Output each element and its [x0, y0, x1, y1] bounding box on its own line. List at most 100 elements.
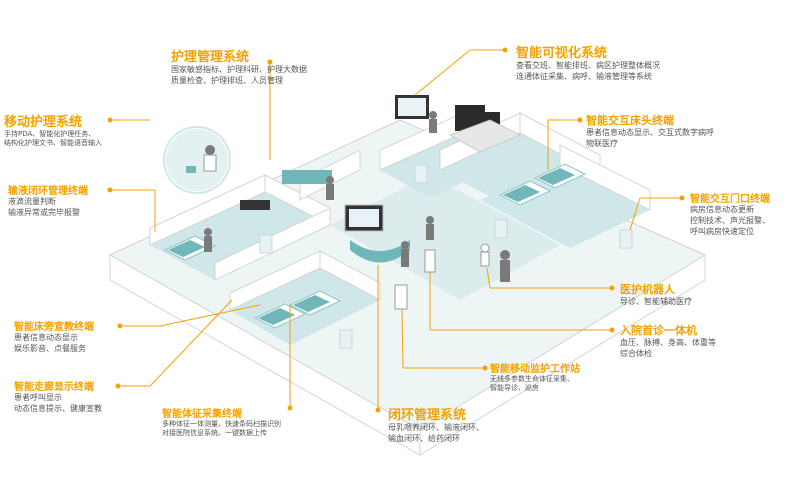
desc-corridor: 患者呼叫显示 动态信息提示、健康宣教 — [14, 393, 102, 415]
label-mobile-station: 智能移动监护工作站 无线多参数生命体征采集、 智能导诊、巡房 — [490, 360, 580, 394]
desc-line: 液滴流量判断 — [8, 197, 56, 206]
blanket-2 — [258, 308, 295, 325]
person-head-5 — [326, 176, 334, 184]
dot-corridor — [115, 383, 121, 389]
leader-bed-edu-2 — [159, 304, 261, 327]
label-bedside-terminal: 智能交互床头终端 患者信息动态显示、交互式数字病呼 物联医疗 — [586, 112, 714, 150]
blanket-3 — [293, 295, 330, 312]
dot-infusion — [107, 187, 113, 193]
desc-infusion: 液滴流量判断 输液异常或完毕报警 — [8, 197, 88, 219]
label-closed-loop: 闭环管理系统 母乳喂养闭环、输液闭环、 输血闭环、给药闭环 — [388, 404, 484, 445]
zoom-circle-fill — [166, 129, 228, 191]
dot-door — [679, 195, 685, 201]
zoom-person-body — [203, 154, 217, 172]
desc-vital-signs: 多种体征一体测量、快速条码扫描识别 对接医院信息系统、一键数据上传 — [162, 420, 281, 439]
robot-head — [480, 243, 490, 253]
door-3 — [414, 164, 428, 184]
desc-line: 手持PDA、智能化护理任务、 — [4, 130, 96, 138]
dot-bed-edu — [117, 323, 123, 329]
desc-line: 呼叫病房快速定位 — [690, 226, 754, 236]
desc-bed-education: 患者信息动态显示 娱乐影音、点餐服务 — [14, 333, 94, 355]
desc-line: 患者信息动态显示 — [14, 333, 78, 342]
desc-line: 病房信息动态更新 — [690, 205, 754, 214]
leader-door-2 — [629, 197, 641, 231]
label-vital-signs: 智能体征采集终端 多种体征一体测量、快速条码扫描识别 对接医院信息系统、一键数据… — [162, 405, 281, 439]
desc-mobile-station: 无线多参数生命体征采集、 智能导诊、巡房 — [490, 375, 580, 394]
big-screen-1-display — [349, 209, 379, 227]
label-bed-education: 智能床旁宣教终端 患者信息动态显示 娱乐影音、点餐服务 — [14, 318, 94, 355]
desc-line: 动态信息提示、健康宣教 — [14, 403, 102, 413]
label-robot: 医护机器人 导诊、智能辅助医疗 — [620, 281, 692, 308]
blanket-4 — [503, 185, 540, 202]
desc-mobile-nursing: 手持PDA、智能化护理任务、 结构化护理文书、智能语音输入 — [4, 130, 102, 149]
desc-line: 血压、脉搏、身高、体重等 — [620, 338, 716, 347]
dot-visual — [502, 47, 508, 53]
leader-corridor-2 — [149, 299, 233, 387]
title-corridor: 智能走廊显示终端 — [14, 382, 94, 393]
title-smart-visual: 智能可视化系统 — [516, 46, 608, 61]
title-bed-education: 智能床旁宣教终端 — [14, 322, 94, 333]
person-body-2 — [426, 224, 434, 240]
label-smart-visual: 智能可视化系统 查看交班、智能排班、病区护理整体概况 连通体征采集、病呼、输液管… — [516, 42, 660, 83]
label-mobile-nursing: 移动护理系统 手持PDA、智能化护理任务、 结构化护理文书、智能语音输入 — [4, 111, 102, 149]
room-floor-left — [150, 192, 330, 280]
zoom-pda — [186, 166, 196, 173]
wall-e — [319, 250, 381, 301]
door-1 — [259, 234, 273, 254]
dot-bedside — [577, 117, 583, 123]
desc-smart-visual: 查看交班、智能排班、病区护理整体概况 连通体征采集、病呼、输液管理等系统 — [516, 61, 660, 83]
desc-line: 对接医院信息系统、一键数据上传 — [162, 429, 267, 438]
desc-line: 连通体征采集、病呼、输液管理等系统 — [516, 71, 652, 81]
desc-admission: 血压、脉搏、身高、体重等 综合体检 — [620, 338, 716, 360]
robot-body — [480, 251, 490, 267]
person-head-4 — [401, 241, 409, 249]
title-mobile-station: 智能移动监护工作站 — [490, 364, 580, 375]
front-wall-right — [419, 254, 706, 456]
desc-line: 质量检查、护理排班、人员管理 — [171, 75, 283, 85]
label-door-terminal: 智能交互门口终端 病房信息动态更新 控制技术、声光报警、 呼叫病房快速定位 — [690, 190, 770, 237]
dot-closed-loop — [375, 407, 381, 413]
desc-line: 患者信息动态显示、交互式数字病呼 — [586, 128, 714, 137]
title-bedside-terminal: 智能交互床头终端 — [586, 114, 674, 127]
desc-line: 多种体征一体测量、快速条码扫描识别 — [162, 420, 281, 428]
person-body-4 — [401, 249, 409, 267]
person-head-3 — [500, 250, 510, 260]
dot-robot — [609, 285, 615, 291]
person-body-6 — [429, 119, 437, 133]
blanket-5 — [538, 168, 575, 185]
person-body-5 — [326, 184, 334, 200]
leader-visual-2 — [414, 49, 471, 96]
person-head-1 — [204, 228, 212, 236]
dot-nursing-mgmt — [267, 59, 273, 65]
title-door-terminal: 智能交互门口终端 — [690, 194, 770, 205]
desc-line: 导诊、智能辅助医疗 — [620, 297, 692, 306]
title-vital-signs: 智能体征采集终端 — [162, 409, 242, 420]
desc-line: 控制技术、声光报警、 — [690, 215, 770, 225]
zoom-person-head — [205, 145, 215, 155]
desc-line: 国家敏感指标、护理科研、护理大数据 — [171, 65, 307, 74]
title-infusion: 输液闭环管理终端 — [8, 186, 88, 197]
nurse-desk — [350, 240, 410, 263]
dot-admission — [609, 327, 615, 333]
desc-closed-loop: 母乳喂养闭环、输液闭环、 输血闭环、给药闭环 — [388, 423, 484, 445]
desc-line: 物联医疗 — [586, 138, 618, 148]
person-body-1 — [204, 236, 212, 252]
desc-line: 无线多参数生命体征采集、 — [490, 375, 574, 383]
label-infusion: 输液闭环管理终端 液滴流量判断 输液异常或完毕报警 — [8, 182, 88, 219]
desc-line: 输血闭环、给药闭环 — [388, 433, 460, 443]
desc-bedside-terminal: 患者信息动态显示、交互式数字病呼 物联医疗 — [586, 128, 714, 150]
desc-line: 患者呼叫显示 — [14, 393, 62, 402]
desc-line: 查看交班、智能排班、病区护理整体概况 — [516, 61, 660, 70]
desc-nursing-mgmt: 国家敏感指标、护理科研、护理大数据 质量检查、护理排班、人员管理 — [171, 65, 307, 87]
leader-robot-2 — [486, 267, 491, 289]
desc-line: 输液异常或完毕报警 — [8, 207, 80, 217]
desc-line: 结构化护理文书、智能语音输入 — [4, 139, 102, 148]
door-2 — [339, 329, 353, 349]
dot-vitals — [287, 405, 293, 411]
cabinet — [282, 170, 332, 184]
door-4 — [494, 219, 508, 239]
desk-top-right — [448, 119, 522, 153]
leader-station-2 — [401, 309, 404, 369]
